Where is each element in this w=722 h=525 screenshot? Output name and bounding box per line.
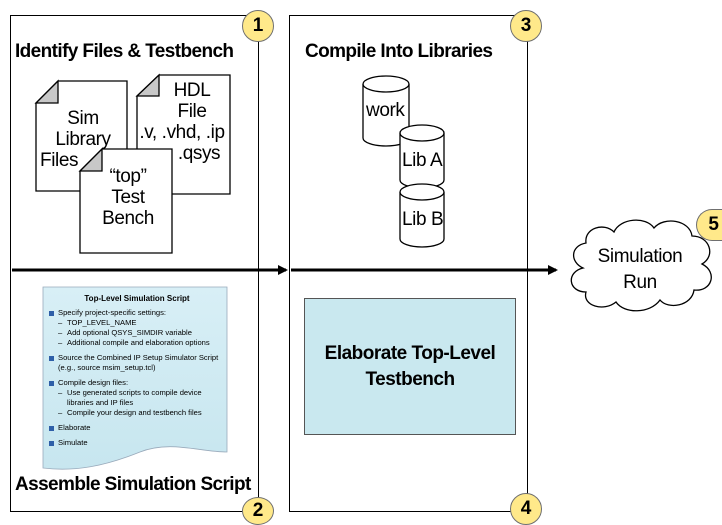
heading-assemble-script: Assemble Simulation Script [15, 474, 251, 495]
testbench-line: Test [111, 187, 145, 208]
sim-library-label: Sim Library Files [38, 108, 128, 171]
heading-compile-libraries: Compile Into Libraries [305, 41, 493, 62]
script-item: Compile design files: [49, 378, 225, 388]
step-badge-2: 2 [242, 497, 274, 525]
script-subitem: Additional compile and elaboration optio… [49, 338, 225, 348]
testbench-line: “top” [109, 166, 147, 187]
hdl-file-line: HDL [173, 80, 211, 101]
elaborate-testbench-box: Elaborate Top-Level Testbench [304, 298, 516, 435]
step-badge-5: 5 [696, 209, 722, 241]
step-badge-1: 1 [242, 10, 274, 42]
step-badge-4: 4 [510, 493, 542, 525]
hdl-file-line: File [177, 101, 207, 122]
cylinder-lib-b [399, 183, 445, 248]
testbench-document [78, 147, 173, 254]
simulation-line: Run [623, 272, 657, 293]
heading-identify-files: Identify Files & Testbench [15, 41, 234, 62]
script-title: Top-Level Simulation Script [84, 294, 190, 303]
cylinder-lib-a [399, 124, 445, 189]
step-badge-3: 3 [510, 10, 542, 42]
sim-library-line: Library [55, 129, 111, 150]
script-subitem: Compile your design and testbench files [49, 408, 225, 418]
hdl-file-line: .v, .vhd, .ip [139, 122, 225, 143]
testbench-label: “top” Test Bench [82, 166, 174, 229]
cylinder-work [362, 75, 410, 147]
library-a-label: Lib A [402, 150, 443, 171]
sim-library-line: Files [40, 150, 79, 171]
elaborate-line: Testbench [365, 368, 455, 390]
library-work-label: work [366, 100, 405, 121]
testbench-line: Bench [102, 208, 154, 229]
hdl-file-line: .qsys [177, 143, 221, 164]
script-item: Simulate [49, 438, 225, 448]
script-item: Elaborate [49, 423, 225, 433]
hdl-file-label: HDL File .v, .vhd, .ip .qsys [130, 80, 234, 164]
elaborate-line: Elaborate Top-Level [324, 342, 496, 364]
library-b-label: Lib B [402, 209, 444, 230]
script-subitem: Add optional QSYS_SIMDIR variable [49, 328, 225, 338]
simulation-line: Simulation [597, 246, 683, 267]
simulation-cloud [570, 219, 712, 312]
sim-library-line: Sim [67, 108, 99, 129]
script-subitem: Use generated scripts to compile device … [49, 388, 225, 408]
script-item: Specify project-specific settings: [49, 308, 225, 318]
simulation-run-label: Simulation Run [580, 244, 700, 296]
script-subitem: TOP_LEVEL_NAME [49, 318, 225, 328]
script-item: Source the Combined IP Setup Simulator S… [49, 353, 225, 373]
simulation-script-page: Top-Level Simulation Script Specify proj… [43, 287, 227, 470]
script-content: Top-Level Simulation Script Specify proj… [49, 294, 225, 448]
